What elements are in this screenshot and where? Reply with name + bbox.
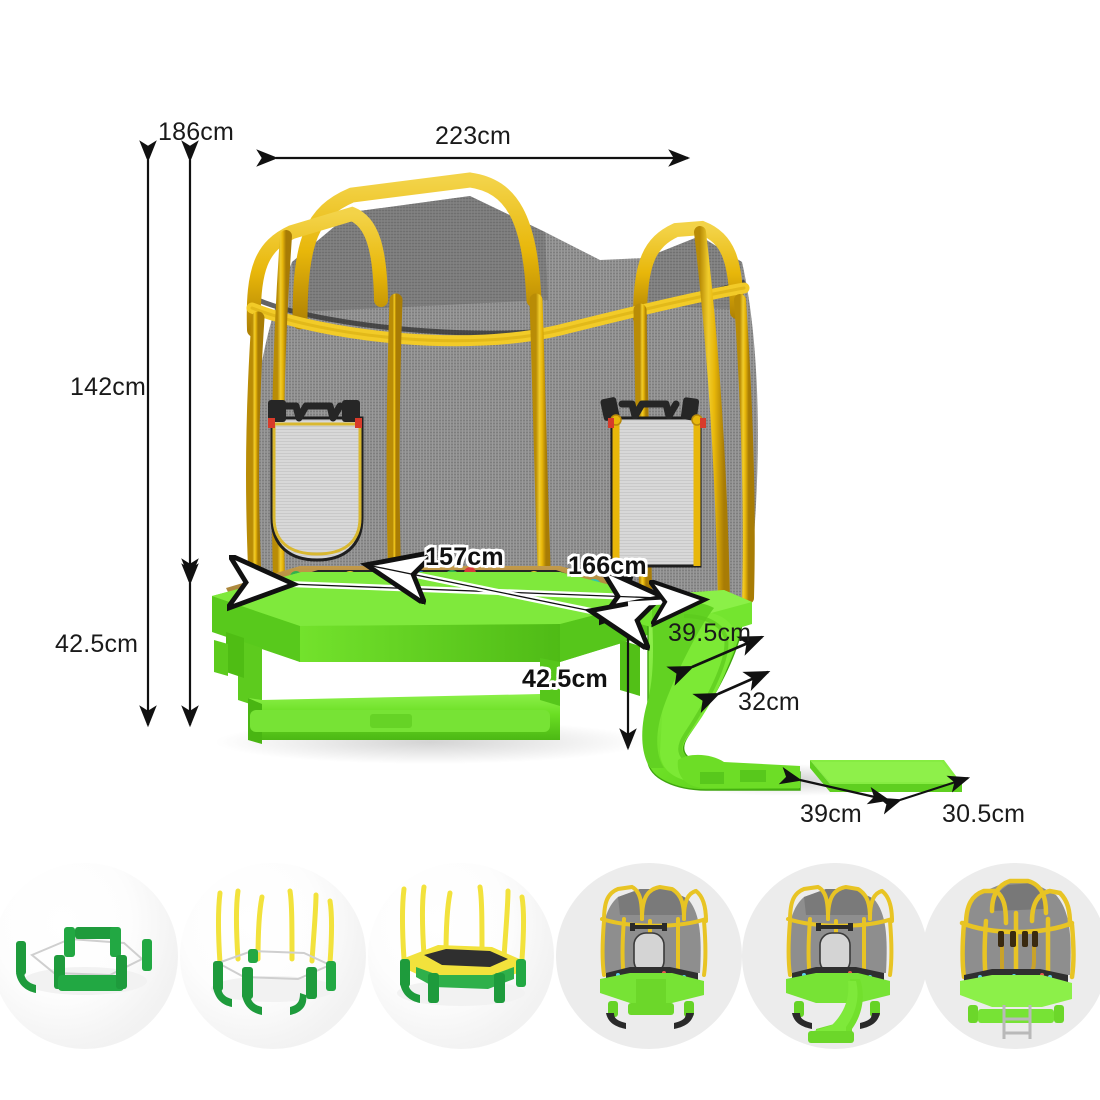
label-frame-height-left: 42.5cm bbox=[55, 630, 139, 658]
label-landing-mat-depth: 39cm bbox=[800, 800, 862, 828]
label-slide-upper: 39.5cm bbox=[668, 619, 752, 647]
thumbnail-step-2[interactable] bbox=[180, 863, 366, 1049]
arrow-30-5 bbox=[878, 775, 971, 815]
step-2-image bbox=[211, 888, 336, 1015]
label-landing-mat-width: 30.5cm bbox=[942, 800, 1026, 828]
thumbnail-step-5[interactable] bbox=[742, 863, 928, 1049]
label-slide-lower: 32cm bbox=[738, 688, 800, 716]
label-mat-diagonal: 157cm bbox=[425, 543, 504, 571]
label-net-height: 142cm bbox=[70, 373, 147, 401]
thumbnail-step-6[interactable] bbox=[922, 863, 1100, 1049]
step-3-image bbox=[397, 884, 526, 1006]
label-total-height: 186cm bbox=[158, 118, 235, 146]
step-5-image bbox=[786, 884, 894, 1043]
arrow-39 bbox=[778, 767, 891, 805]
dimension-lines bbox=[139, 140, 971, 815]
net-door-left bbox=[268, 400, 364, 562]
arrow-slide-top bbox=[627, 600, 700, 604]
arrow-32 bbox=[692, 670, 771, 713]
dimension-lines-white bbox=[288, 566, 700, 612]
thumbnail-step-3[interactable] bbox=[368, 863, 554, 1049]
thumbnail-step-1[interactable] bbox=[0, 863, 178, 1049]
label-frame-diameter: 166cm bbox=[568, 552, 647, 580]
step-4-image bbox=[600, 884, 708, 1029]
arrow-39-5 bbox=[666, 635, 765, 686]
step-1-image bbox=[16, 927, 152, 995]
top-hoop-rear bbox=[292, 172, 542, 330]
net-door-right bbox=[600, 397, 706, 568]
top-hoop-right bbox=[633, 220, 744, 325]
thumbnail-step-4[interactable] bbox=[556, 863, 742, 1049]
assembly-step-thumbnails bbox=[0, 855, 1100, 1100]
top-hoop-left bbox=[246, 206, 388, 337]
label-frame-height-right: 42.5cm bbox=[522, 665, 608, 693]
step-6-image bbox=[959, 878, 1076, 1039]
label-total-width: 223cm bbox=[435, 122, 512, 150]
